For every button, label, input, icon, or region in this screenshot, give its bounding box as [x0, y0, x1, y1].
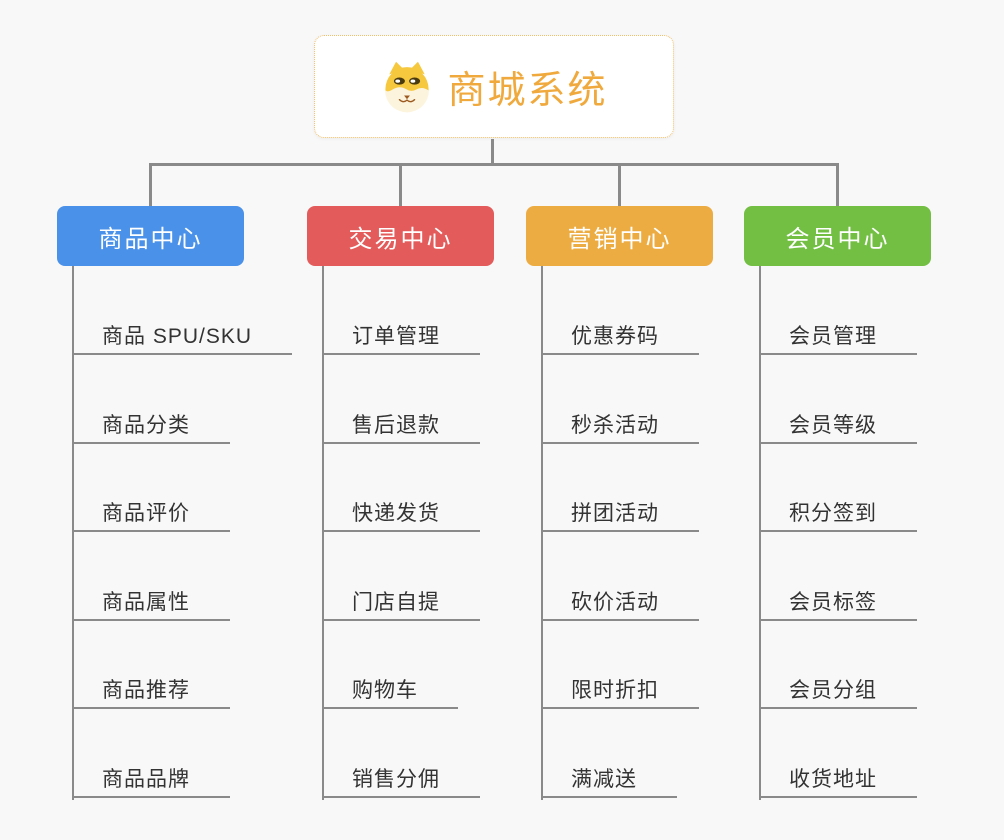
leaf-node[interactable]: 订单管理	[322, 321, 480, 355]
dog-mouth	[399, 98, 416, 102]
connector-line	[149, 163, 839, 166]
leaf-node[interactable]: 拼团活动	[541, 498, 699, 532]
branch-node-product-center[interactable]: 商品中心	[57, 206, 244, 266]
connector-line	[399, 163, 402, 206]
leaf-node[interactable]: 商品品牌	[72, 764, 230, 798]
leaf-node[interactable]: 商品评价	[72, 498, 230, 532]
dog-face-icon	[385, 61, 430, 112]
leaf-node[interactable]: 会员管理	[759, 321, 917, 355]
leaf-node[interactable]: 限时折扣	[541, 675, 699, 709]
connector-line	[72, 266, 74, 800]
root-node[interactable]: 商城系统	[314, 35, 674, 138]
leaf-node[interactable]: 会员分组	[759, 675, 917, 709]
leaf-node[interactable]: 优惠券码	[541, 321, 699, 355]
branch-node-marketing-center[interactable]: 营销中心	[526, 206, 713, 266]
leaf-node[interactable]: 商品属性	[72, 587, 230, 621]
root-title: 商城系统	[447, 70, 608, 112]
branch-node-trade-center[interactable]: 交易中心	[307, 206, 494, 266]
branch-node-member-center[interactable]: 会员中心	[744, 206, 931, 266]
leaf-node[interactable]: 快递发货	[322, 498, 480, 532]
dog-ear-right	[410, 61, 426, 74]
connector-line	[491, 139, 494, 163]
dog-ear-left	[389, 61, 405, 74]
connector-line	[618, 163, 621, 206]
leaf-node[interactable]: 积分签到	[759, 498, 917, 532]
connector-line	[149, 163, 152, 206]
leaf-node[interactable]: 售后退款	[322, 410, 480, 444]
leaf-node[interactable]: 会员等级	[759, 410, 917, 444]
connector-line	[836, 163, 839, 206]
dog-nose	[404, 94, 411, 99]
leaf-node[interactable]: 砍价活动	[541, 587, 699, 621]
leaf-node[interactable]: 会员标签	[759, 587, 917, 621]
leaf-node[interactable]: 商品 SPU/SKU	[72, 321, 293, 355]
leaf-node[interactable]: 购物车	[322, 675, 458, 709]
connector-line	[322, 266, 324, 800]
leaf-node[interactable]: 秒杀活动	[541, 410, 699, 444]
connector-line	[759, 266, 761, 800]
leaf-node[interactable]: 商品推荐	[72, 675, 230, 709]
leaf-node[interactable]: 门店自提	[322, 587, 480, 621]
connector-line	[541, 266, 543, 800]
leaf-node[interactable]: 收货地址	[759, 764, 917, 798]
leaf-node[interactable]: 销售分佣	[322, 764, 480, 798]
leaf-node[interactable]: 商品分类	[72, 410, 230, 444]
leaf-node[interactable]: 满减送	[541, 764, 677, 798]
